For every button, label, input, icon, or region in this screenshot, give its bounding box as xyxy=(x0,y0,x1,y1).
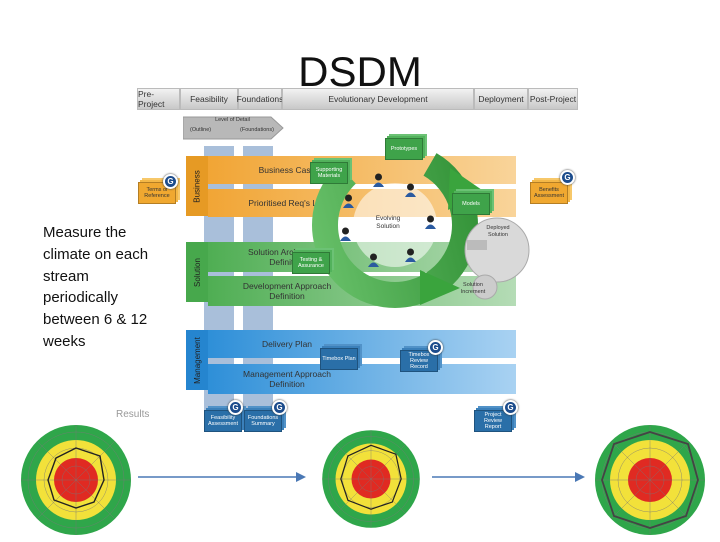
governance-badge-icon: G xyxy=(228,400,243,415)
solution-stream-label: Solution xyxy=(186,242,208,302)
person-icon xyxy=(343,194,354,208)
results-label: Results xyxy=(116,409,150,420)
project-review-report-doc: Project Review Report xyxy=(474,410,512,432)
prototypes-doc: Prototypes xyxy=(385,138,423,160)
management-stream-label: Management xyxy=(186,330,208,390)
feasibility-assessment-doc: Feasibility Assessment xyxy=(204,410,242,432)
delivery-plan-band: Delivery Plan xyxy=(208,330,516,358)
phase-feasibility: Feasibility xyxy=(180,88,238,110)
governance-badge-icon: G xyxy=(428,340,443,355)
governance-badge-icon: G xyxy=(272,400,287,415)
person-icon xyxy=(405,183,416,197)
timebox-review-record-doc: Timebox Review Record xyxy=(400,350,438,372)
person-icon xyxy=(368,253,379,267)
solution-increment-label: Solution Increment xyxy=(460,282,486,295)
foundations-summary-doc: Foundations Summary xyxy=(244,410,282,432)
phase-post-project: Post-Project xyxy=(528,88,578,110)
climate-radar-chart-2 xyxy=(322,430,420,528)
testing-assurance-doc: Testing & Assurance xyxy=(292,252,330,274)
benefits-assessment-doc: Benefits Assessment xyxy=(530,182,568,204)
level-of-detail-arrow xyxy=(183,116,284,140)
phase-deployment: Deployment xyxy=(474,88,528,110)
management-approach-band: Management Approach Definition xyxy=(208,364,516,394)
phase-foundations: Foundations xyxy=(237,88,283,110)
phase-pre-project: Pre-Project xyxy=(137,88,180,110)
supporting-materials-doc: Supporting Materials xyxy=(310,162,348,184)
progress-arrow-icon xyxy=(432,472,585,482)
governance-badge-icon: G xyxy=(503,400,518,415)
timebox-plan-doc: Timebox Plan xyxy=(320,348,358,370)
person-icon xyxy=(425,215,436,229)
evolving-solution-label: Evolving Solution xyxy=(375,215,401,230)
business-stream-label: Business xyxy=(186,156,208,216)
progress-arrow-icon xyxy=(138,472,306,482)
level-foundations-label: (Foundations) xyxy=(240,127,274,133)
models-doc: Models xyxy=(452,193,490,215)
climate-radar-chart-3 xyxy=(595,425,705,535)
person-icon xyxy=(340,227,351,241)
evolutionary-cycle xyxy=(312,142,482,308)
deployment-puzzle-icon xyxy=(464,217,530,300)
business-case-band: Business Case xyxy=(208,156,516,184)
level-of-detail-label: Level of Detail xyxy=(215,117,250,123)
governance-badge-icon: G xyxy=(163,174,178,189)
governance-badge-icon: G xyxy=(560,170,575,185)
climate-radar-chart-1 xyxy=(21,425,131,535)
page-title: DSDM xyxy=(298,48,422,95)
person-icon xyxy=(373,173,384,187)
side-note: Measure the climate on each stream perio… xyxy=(43,224,149,350)
phase-evolutionary-development: Evolutionary Development xyxy=(282,88,474,110)
deployed-solution-label: Deployed Solution xyxy=(486,225,510,238)
level-outline-label: (Outline) xyxy=(190,127,212,133)
person-icon xyxy=(405,248,416,262)
